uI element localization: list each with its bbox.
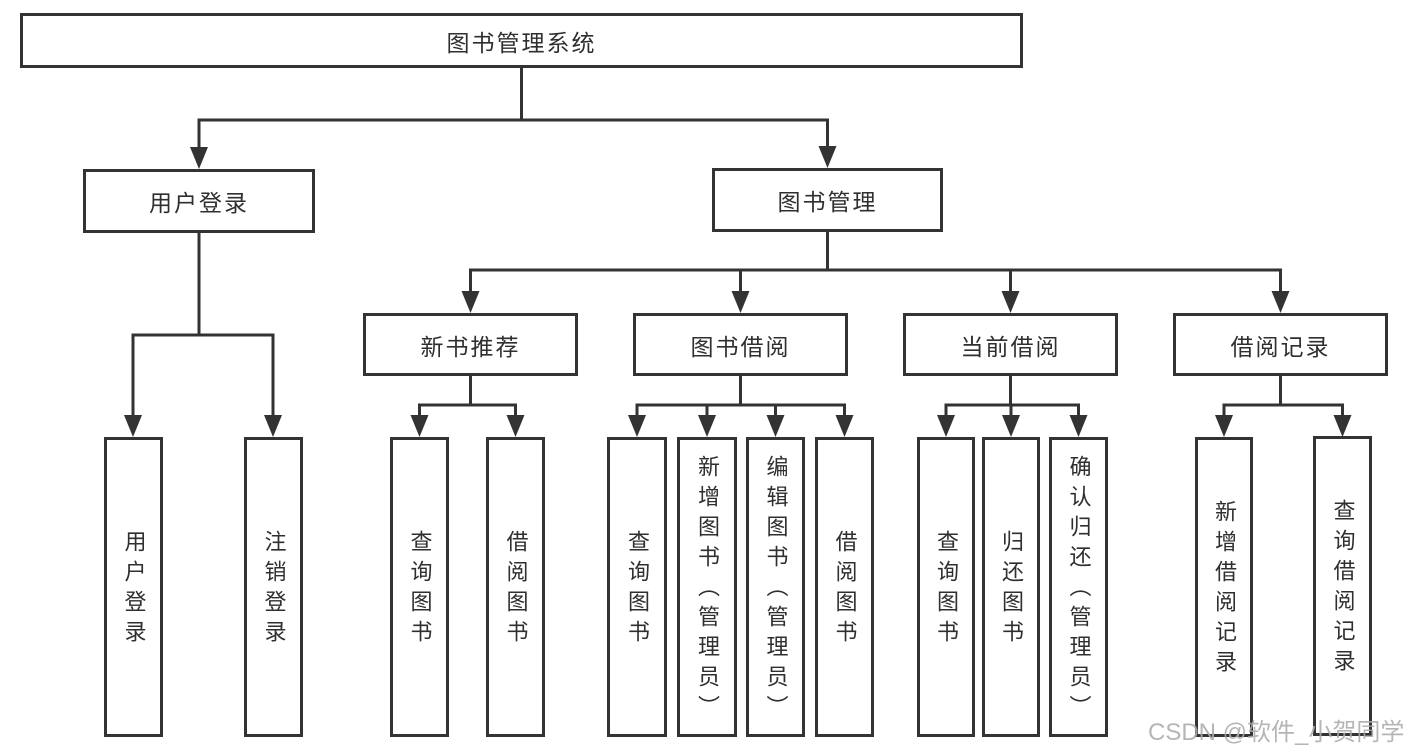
leaf-edit-books-admin: 编辑图书（管理员） xyxy=(746,437,805,737)
edges-user-login-children xyxy=(124,233,282,437)
leaf-query-books-current: 查询图书 xyxy=(917,437,975,737)
leaf-confirm-return-admin: 确认归还（管理员） xyxy=(1049,437,1108,737)
edges-book-management-children xyxy=(461,232,1290,313)
edges-borrow-record-children xyxy=(1215,376,1352,437)
node-new-book-recommend: 新书推荐 xyxy=(363,313,578,376)
node-borrow-record: 借阅记录 xyxy=(1173,313,1388,376)
node-user-login: 用户登录 xyxy=(83,169,315,233)
leaf-borrow-books: 借阅图书 xyxy=(815,437,874,737)
edges-root-to-level2 xyxy=(190,68,837,169)
edges-new-book-children xyxy=(410,376,525,437)
leaf-add-borrow-record: 新增借阅记录 xyxy=(1195,437,1253,737)
edges-current-borrow-children xyxy=(937,376,1088,437)
leaf-user-login: 用户登录 xyxy=(104,437,163,737)
csdn-watermark: CSDN @软件_小贺同学 xyxy=(1148,719,1405,746)
node-book-borrow: 图书借阅 xyxy=(633,313,848,376)
node-library-management-system: 图书管理系统 xyxy=(20,13,1023,68)
leaf-logout: 注销登录 xyxy=(244,437,303,737)
leaf-query-borrow-record: 查询借阅记录 xyxy=(1313,436,1372,736)
leaf-query-books-newbook: 查询图书 xyxy=(390,437,449,737)
leaf-borrow-books-newbook: 借阅图书 xyxy=(486,437,545,737)
leaf-query-books-borrow: 查询图书 xyxy=(607,437,667,737)
node-current-borrow: 当前借阅 xyxy=(903,313,1118,376)
leaf-add-books-admin: 新增图书（管理员） xyxy=(677,437,737,737)
leaf-return-books: 归还图书 xyxy=(982,437,1040,737)
edges-book-borrow-children xyxy=(628,376,854,437)
node-book-management: 图书管理 xyxy=(712,168,943,232)
